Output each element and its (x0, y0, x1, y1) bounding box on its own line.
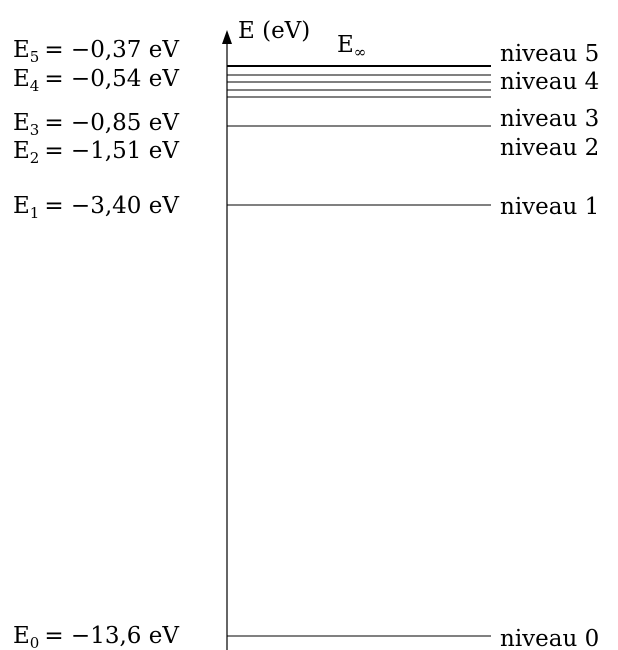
energy-label-4: E4= −0,54 eV (13, 66, 179, 95)
energy-label-0: E0= −13,6 eV (13, 623, 179, 650)
niveau-label-4: niveau 4 (500, 69, 599, 95)
niveau-label-2: niveau 2 (500, 135, 599, 161)
axis-label: E (eV) (238, 18, 310, 44)
energy-label-2: E2= −1,51 eV (13, 138, 179, 167)
axis-arrowhead-icon (222, 30, 232, 44)
energy-label-3: E3= −0,85 eV (13, 110, 179, 139)
niveau-label-1: niveau 1 (500, 194, 599, 220)
infinity-label: E∞ (337, 32, 366, 61)
energy-label-5: E5= −0,37 eV (13, 37, 179, 66)
niveau-label-3: niveau 3 (500, 106, 599, 132)
niveau-label-5: niveau 5 (500, 41, 599, 67)
energy-label-1: E1= −3,40 eV (13, 193, 179, 222)
niveau-label-0: niveau 0 (500, 626, 599, 650)
